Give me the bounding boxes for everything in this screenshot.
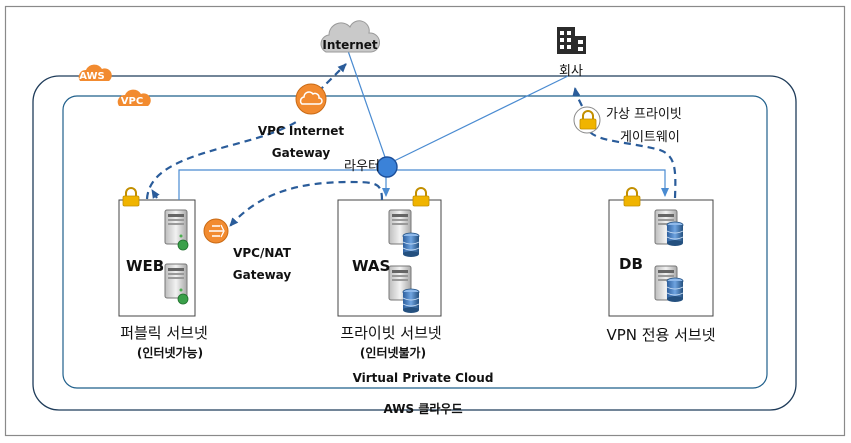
database-icon	[666, 221, 684, 247]
lock-icon	[412, 187, 430, 207]
vpc-internet-gateway-label-2: Gateway	[271, 146, 331, 160]
lock-icon	[122, 187, 140, 207]
aws-cloud-region	[32, 75, 797, 411]
globe-icon	[177, 293, 189, 305]
db-label: DB	[619, 255, 643, 273]
database-icon	[402, 232, 420, 258]
vpc-nat-gateway-label-2: Gateway	[232, 268, 292, 282]
router-label: 라우터	[344, 159, 380, 174]
was-label: WAS	[352, 257, 391, 275]
aws-badge-label: AWS	[79, 71, 105, 82]
private-subnet-title: 프라이빗 서브넷	[340, 324, 442, 342]
server-icon	[164, 263, 188, 299]
aws-badge-icon	[78, 64, 112, 81]
outer-frame	[4, 5, 846, 437]
router-icon	[376, 156, 398, 178]
building-icon	[557, 27, 586, 54]
vgw-label-1: 가상 프라이빗	[606, 107, 682, 122]
vpc-badge-icon	[117, 89, 151, 106]
web-label: WEB	[126, 257, 165, 275]
vpc-internet-gateway-label-1: VPC Internet	[257, 124, 345, 138]
public-subnet-title: 퍼블릭 서브넷	[120, 324, 208, 342]
internet-gateway-icon	[295, 83, 327, 115]
web-servers	[164, 209, 189, 305]
router-links	[178, 47, 669, 200]
internet-label: Internet	[322, 38, 377, 52]
vpc-nat-gateway-label-1: VPC/NAT	[233, 246, 291, 260]
virtual-private-gateway-icon	[573, 106, 601, 134]
database-icon	[402, 288, 420, 314]
vpc-region	[62, 95, 768, 389]
database-icon	[666, 277, 684, 303]
cloud-icon	[320, 20, 380, 53]
private-subnet-note: (인터넷불가)	[359, 346, 427, 360]
vgw-label-2: 게이트웨이	[620, 130, 680, 145]
nat-gateway-icon	[203, 218, 229, 244]
server-icon	[164, 209, 188, 245]
public-subnet-note: (인터넷가능)	[136, 346, 204, 360]
vpn-subnet-title: VPN 전용 서브넷	[606, 326, 716, 344]
aws-cloud-title: AWS 클라우드	[383, 402, 463, 416]
lock-icon	[623, 187, 641, 207]
globe-icon	[177, 239, 189, 251]
company-label: 회사	[559, 64, 583, 79]
vpc-title: Virtual Private Cloud	[352, 371, 494, 385]
vpc-badge-label: VPC	[121, 96, 143, 107]
